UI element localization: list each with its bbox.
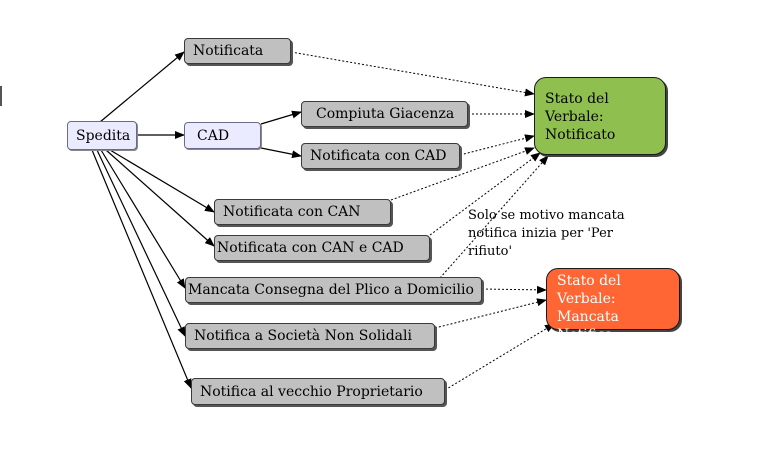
node-compiuta-giacenza: Compiuta Giacenza (301, 101, 468, 127)
edge-marker (0, 86, 2, 106)
dotted-mancata-mancatanot (481, 285, 547, 294)
node-notifica-societa-label: Notifica a Società Non Solidali (194, 328, 412, 344)
node-notifica-societa: Notifica a Società Non Solidali (185, 323, 435, 349)
node-compiuta-giacenza-label: Compiuta Giacenza (316, 106, 455, 122)
dotted-vecchio-mancatanot (444, 323, 555, 391)
node-spedita-label: Spedita (76, 127, 131, 144)
node-notificata-con-cad-label: Notificata con CAD (310, 148, 447, 164)
state-notificato: Stato del Verbale: Notificato (534, 77, 666, 155)
node-notificata-con-can-e-cad-label: Notificata con CAN e CAD (217, 240, 404, 256)
node-notificata-con-can: Notificata con CAN (214, 199, 391, 225)
arrow-spedita-mancata (100, 149, 186, 289)
node-spedita: Spedita (67, 121, 137, 150)
node-mancata-consegna: Mancata Consegna del Plico a Domicilio (185, 277, 482, 303)
node-notificata: Notificata (184, 38, 291, 64)
arrow-spedita-notificata (99, 51, 185, 123)
state-mancata-notifica-label: Stato del Verbale: Mancata Notifica (557, 273, 621, 343)
arrow-cad-notificata-cad (260, 147, 302, 159)
node-cad-label: CAD (197, 127, 230, 144)
node-notificata-label: Notificata (193, 43, 264, 59)
dotted-mancata-notificato (439, 155, 549, 279)
dotted-can-notificato (390, 147, 535, 201)
node-notificata-con-can-label: Notificata con CAN (223, 204, 361, 220)
arrow-spedita-can (109, 149, 215, 213)
arrow-spedita-societa (96, 149, 186, 337)
node-notificata-con-can-e-cad: Notificata con CAN e CAD (214, 235, 430, 261)
dotted-notificata-notificato (290, 51, 535, 97)
state-notificato-label: Stato del Verbale: Notificato (545, 91, 616, 143)
dotted-societa-mancatanot (434, 298, 547, 329)
dotted-notcad-notificato (459, 134, 535, 156)
arrow-spedita-vecchio (91, 149, 192, 389)
condition-note-text: Solo se motivo mancata notifica inizia p… (468, 208, 625, 259)
arrow-spedita-can-cad (105, 149, 215, 247)
node-cad: CAD (184, 122, 261, 149)
state-mancata-notifica: Stato del Verbale: Mancata Notifica (546, 268, 680, 343)
node-mancata-consegna-label: Mancata Consegna del Plico a Domicilio (188, 282, 474, 298)
condition-note: Solo se motivo mancata notifica inizia p… (468, 207, 628, 261)
dotted-cancad-notificato (429, 152, 541, 236)
node-notifica-vecchio: Notifica al vecchio Proprietario (191, 378, 445, 405)
arrow-cad-compiuta (260, 110, 302, 125)
node-notifica-vecchio-label: Notifica al vecchio Proprietario (200, 383, 423, 400)
node-notificata-con-cad: Notificata con CAD (301, 143, 460, 169)
